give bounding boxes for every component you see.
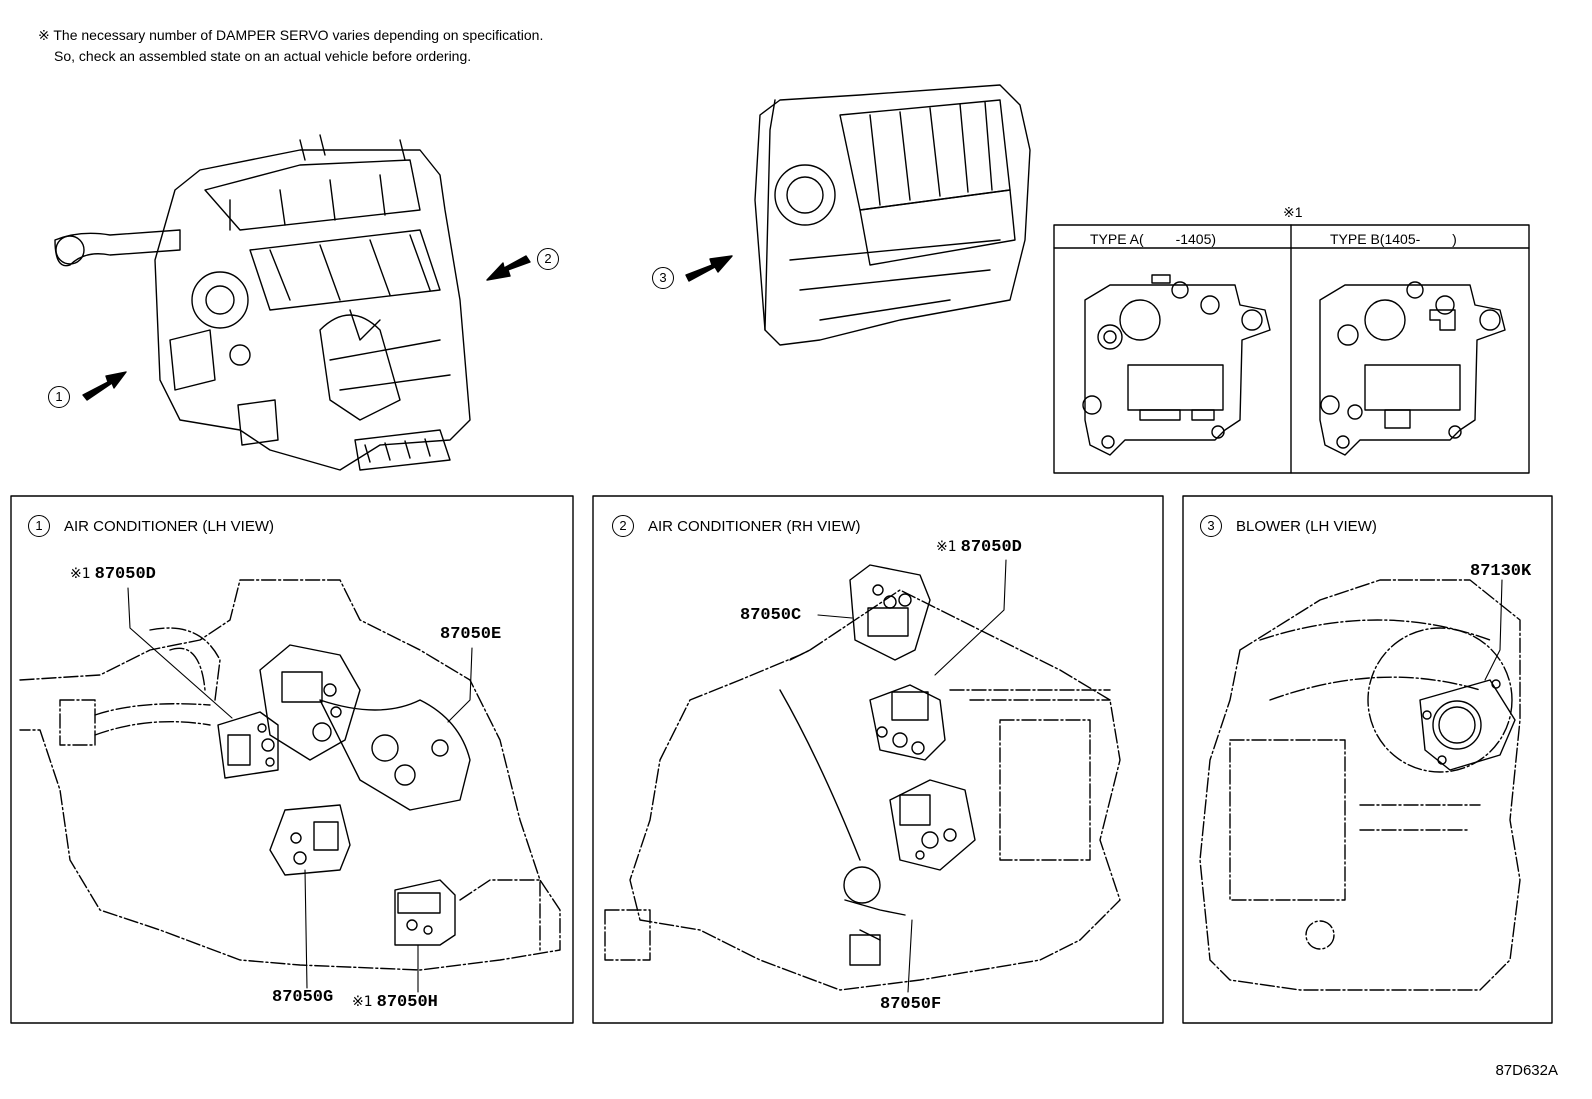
arrow-view-1 bbox=[82, 371, 127, 401]
panel-2-title-text: AIR CONDITIONER (RH VIEW) bbox=[648, 517, 861, 535]
panel-1-frame bbox=[10, 495, 574, 1024]
panel-3-title-text: BLOWER (LH VIEW) bbox=[1236, 517, 1377, 535]
panel-1-drawing bbox=[19, 579, 561, 971]
part-87050F[interactable]: 87050F bbox=[880, 995, 942, 1014]
part-87050D-lh-mark: ※1 bbox=[70, 566, 91, 582]
part-87050H-mark: ※1 bbox=[352, 994, 373, 1010]
servo-type-box bbox=[1053, 224, 1530, 474]
view-marker-3: 3 bbox=[652, 267, 674, 289]
part-87050G[interactable]: 87050G bbox=[272, 988, 334, 1007]
blower-assembly-illustration bbox=[754, 84, 1031, 346]
panel-1-title-text: AIR CONDITIONER (LH VIEW) bbox=[64, 517, 275, 535]
part-87050C[interactable]: 87050C bbox=[740, 606, 802, 625]
type-b-label: TYPE B(1405- ) bbox=[1330, 231, 1457, 247]
note-line-2: So, check an assembled state on an actua… bbox=[54, 48, 472, 64]
panel-1-servos bbox=[217, 644, 471, 946]
leader-lines bbox=[127, 559, 1503, 993]
note-line-1: ※ The necessary number of DAMPER SERVO v… bbox=[38, 27, 544, 43]
panel-3-number: 3 bbox=[1200, 515, 1222, 537]
part-87130K[interactable]: 87130K bbox=[1470, 562, 1532, 581]
panel-3-servo bbox=[1419, 679, 1516, 771]
arrow-view-2 bbox=[486, 255, 531, 281]
ac-assembly-illustration bbox=[54, 134, 471, 471]
specification-note: ※ The necessary number of DAMPER SERVO v… bbox=[38, 25, 543, 67]
view-marker-1: 1 bbox=[48, 386, 70, 408]
panel-1-number: 1 bbox=[28, 515, 50, 537]
panel-3-title: 3 BLOWER (LH VIEW) bbox=[1200, 515, 1377, 537]
view-marker-3-circle: 3 bbox=[652, 267, 674, 289]
part-87050D-lh-number: 87050D bbox=[94, 565, 156, 584]
type-a-label: TYPE A( -1405) bbox=[1090, 231, 1217, 247]
panel-2-drawing bbox=[604, 589, 1121, 991]
arrow-view-3 bbox=[685, 255, 733, 282]
panel-2-frame bbox=[592, 495, 1164, 1024]
panel-3-frame bbox=[1182, 495, 1553, 1024]
view-marker-2: 2 bbox=[537, 248, 559, 270]
panel-1-title: 1 AIR CONDITIONER (LH VIEW) bbox=[28, 515, 274, 537]
panel-2-title: 2 AIR CONDITIONER (RH VIEW) bbox=[612, 515, 861, 537]
panel-3-drawing bbox=[1199, 579, 1521, 991]
diagram-reference-code: 87D632A bbox=[1495, 1062, 1558, 1079]
view-arrows bbox=[82, 255, 733, 401]
part-87050E[interactable]: 87050E bbox=[440, 625, 502, 644]
type-box-mark: ※1 bbox=[1283, 204, 1303, 220]
part-87050D-rh-number: 87050D bbox=[960, 538, 1022, 557]
part-87050D-rh-mark: ※1 bbox=[936, 539, 957, 555]
part-87050H-number: 87050H bbox=[376, 993, 438, 1012]
view-marker-2-circle: 2 bbox=[537, 248, 559, 270]
panel-2-number: 2 bbox=[612, 515, 634, 537]
panel-2-servos bbox=[779, 564, 976, 966]
view-marker-1-circle: 1 bbox=[48, 386, 70, 408]
